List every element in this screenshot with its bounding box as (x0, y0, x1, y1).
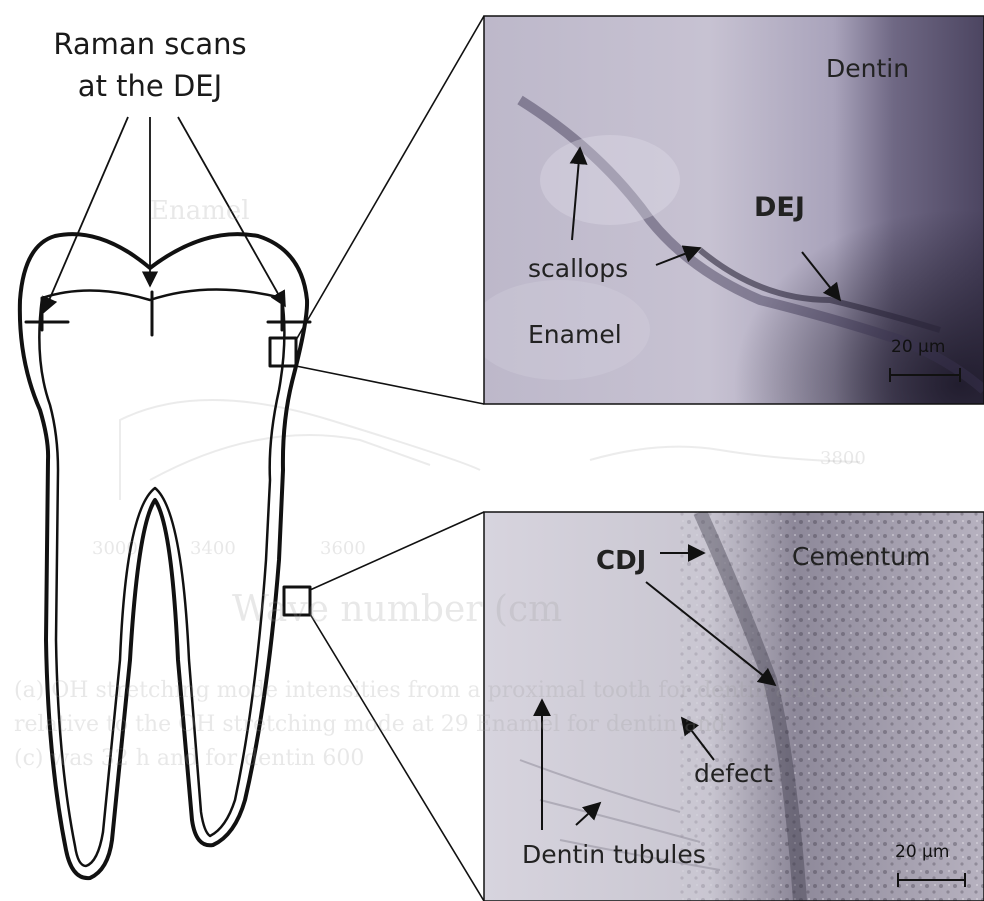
label-cementum: Cementum (792, 544, 930, 569)
tooth-outer-outline (20, 234, 307, 878)
title-line-1: Raman scans (40, 30, 260, 59)
bleed-enamel: Enamel (150, 198, 250, 224)
bleed-caption-3: (c) was 32 h and for dentin 600 (14, 748, 364, 770)
label-dentin-tubules: Dentin tubules (522, 842, 706, 867)
title-line-2: at the DEJ (40, 72, 260, 101)
label-cdj: CDJ (596, 548, 646, 574)
top-scale-label: 20 μm (891, 339, 945, 356)
label-defect: defect (694, 761, 773, 786)
bleed-caption-1: (a) OH stretching mode intensities from … (14, 680, 905, 702)
bleed-tick-3: 3600 (320, 540, 366, 558)
bleed-tick-1: 3000 (92, 540, 138, 558)
label-scallops: scallops (528, 256, 628, 281)
bleed-through-layer (120, 400, 860, 500)
bleed-caption-2: relative to the OH stretching mode at 29… (14, 714, 726, 736)
bleed-wave-number: Wave number (cm (232, 592, 562, 628)
bleed-tick-4: 3800 (820, 450, 866, 468)
bleed-tick-2: 3400 (190, 540, 236, 558)
label-dej: DEJ (754, 194, 805, 221)
label-enamel: Enamel (528, 322, 622, 347)
label-dentin: Dentin (826, 56, 909, 81)
bottom-scale-label: 20 μm (895, 844, 949, 861)
tooth-drawing (20, 234, 310, 878)
